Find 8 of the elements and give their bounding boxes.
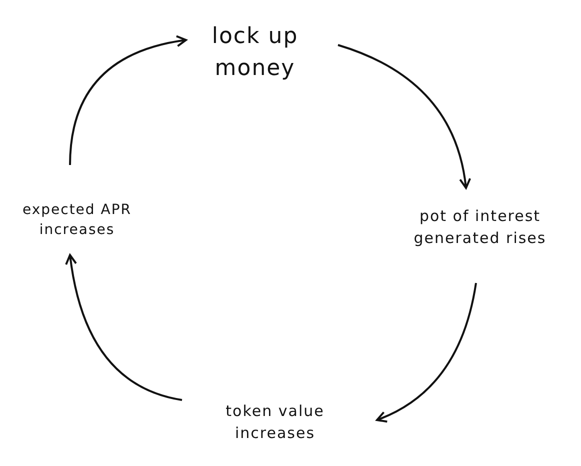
node-label: token value increases bbox=[224, 401, 326, 444]
node-label: lock up money bbox=[210, 23, 300, 83]
curved-arrow bbox=[65, 254, 182, 401]
node-label: pot of interest generated rises bbox=[412, 206, 548, 249]
node-label: expected APR increases bbox=[21, 200, 133, 240]
curved-arrow bbox=[376, 282, 477, 422]
curved-arrow bbox=[338, 44, 471, 189]
curved-arrow bbox=[69, 36, 187, 166]
